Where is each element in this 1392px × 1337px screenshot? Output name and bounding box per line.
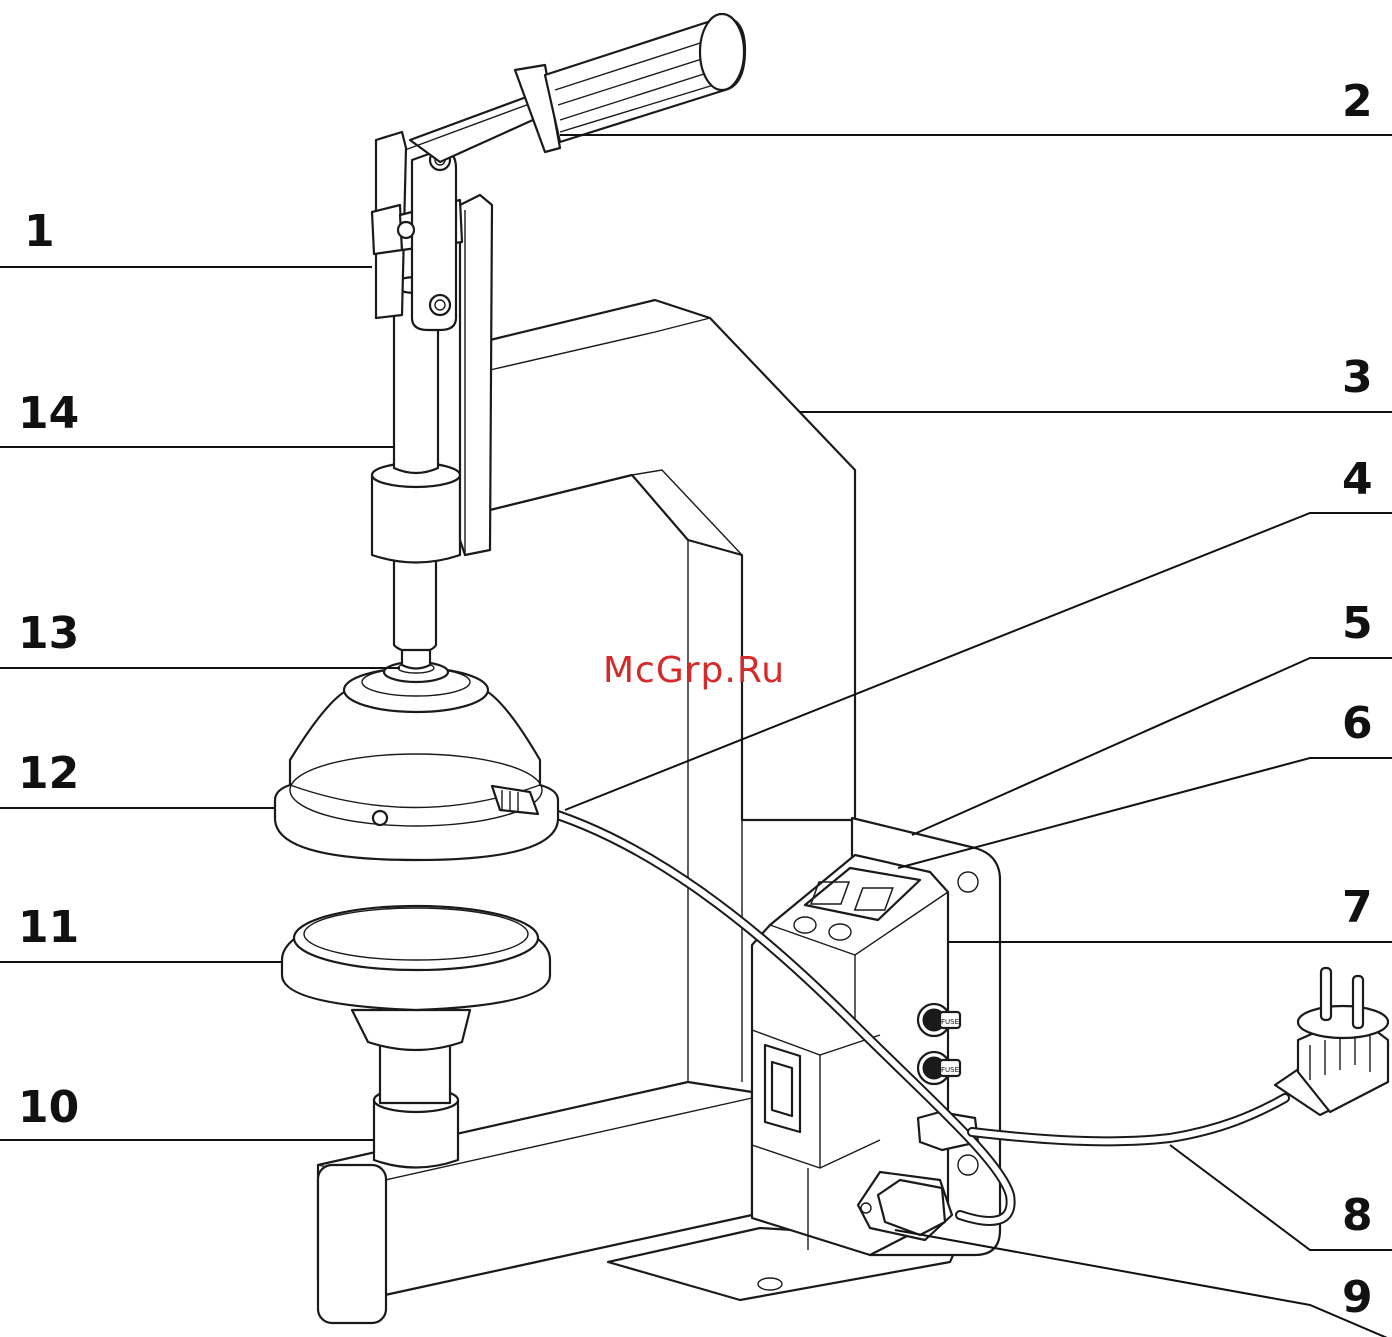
fuse-label-2: FUSE <box>941 1066 959 1074</box>
callout-8: 8 <box>1342 1190 1373 1241</box>
leader-line-5 <box>912 658 1392 835</box>
callout-3: 3 <box>1342 352 1373 403</box>
guide-column <box>460 195 492 555</box>
callout-11: 11 <box>18 902 79 953</box>
mains-plug <box>1275 968 1388 1115</box>
handle-lever <box>405 14 745 162</box>
fuse-label-1: FUSE <box>941 1018 959 1026</box>
callout-10: 10 <box>18 1082 79 1133</box>
callout-2: 2 <box>1342 76 1373 127</box>
callout-9: 9 <box>1342 1272 1373 1323</box>
callout-4: 4 <box>1342 454 1373 505</box>
callout-12: 12 <box>18 748 79 799</box>
callout-5: 5 <box>1342 598 1373 649</box>
callout-13: 13 <box>18 608 79 659</box>
callout-7: 7 <box>1342 882 1373 933</box>
callout-1: 1 <box>24 206 55 257</box>
watermark: McGrp.Ru <box>603 650 785 691</box>
upper-head <box>275 662 558 860</box>
lever-linkage <box>372 132 462 330</box>
ram-column <box>372 277 460 669</box>
callout-14: 14 <box>18 388 79 439</box>
callout-6: 6 <box>1342 698 1373 749</box>
control-unit: FUSE FUSE <box>752 818 1000 1255</box>
